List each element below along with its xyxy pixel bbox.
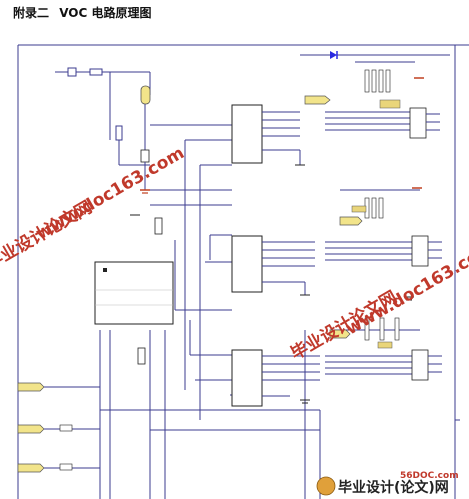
footer-brand-name: 毕业设计(论文)网 [338,479,449,496]
sheet-border [17,44,469,499]
microcontroller [94,261,174,325]
watermark-name-1: 毕业设计论文网 [0,197,96,275]
power-connector [140,85,151,194]
brand-logo-icon [316,476,336,496]
output-channel-2 [325,187,442,267]
flag-wires [44,386,100,471]
driver-ic-3 [231,349,320,407]
net-flags [17,95,363,473]
footer-brand: 56DOC.com 毕业设计(论文)网 [316,471,459,496]
appendix-label: 附录二 [13,6,50,20]
footer-domain: 56DOC.com [400,471,459,481]
page-title: 附录二 VOC 电路原理图 [13,4,157,21]
ground-symbols [130,214,414,404]
schematic-title: VOC 电路原理图 [59,6,152,20]
output-channel-3 [325,317,442,381]
input-network [55,67,151,166]
terminal-markers [351,99,401,349]
driver-ic-2 [231,235,315,296]
driver-ic-1 [231,104,305,166]
output-channel-1 [300,51,450,139]
bus-lines [99,124,460,499]
